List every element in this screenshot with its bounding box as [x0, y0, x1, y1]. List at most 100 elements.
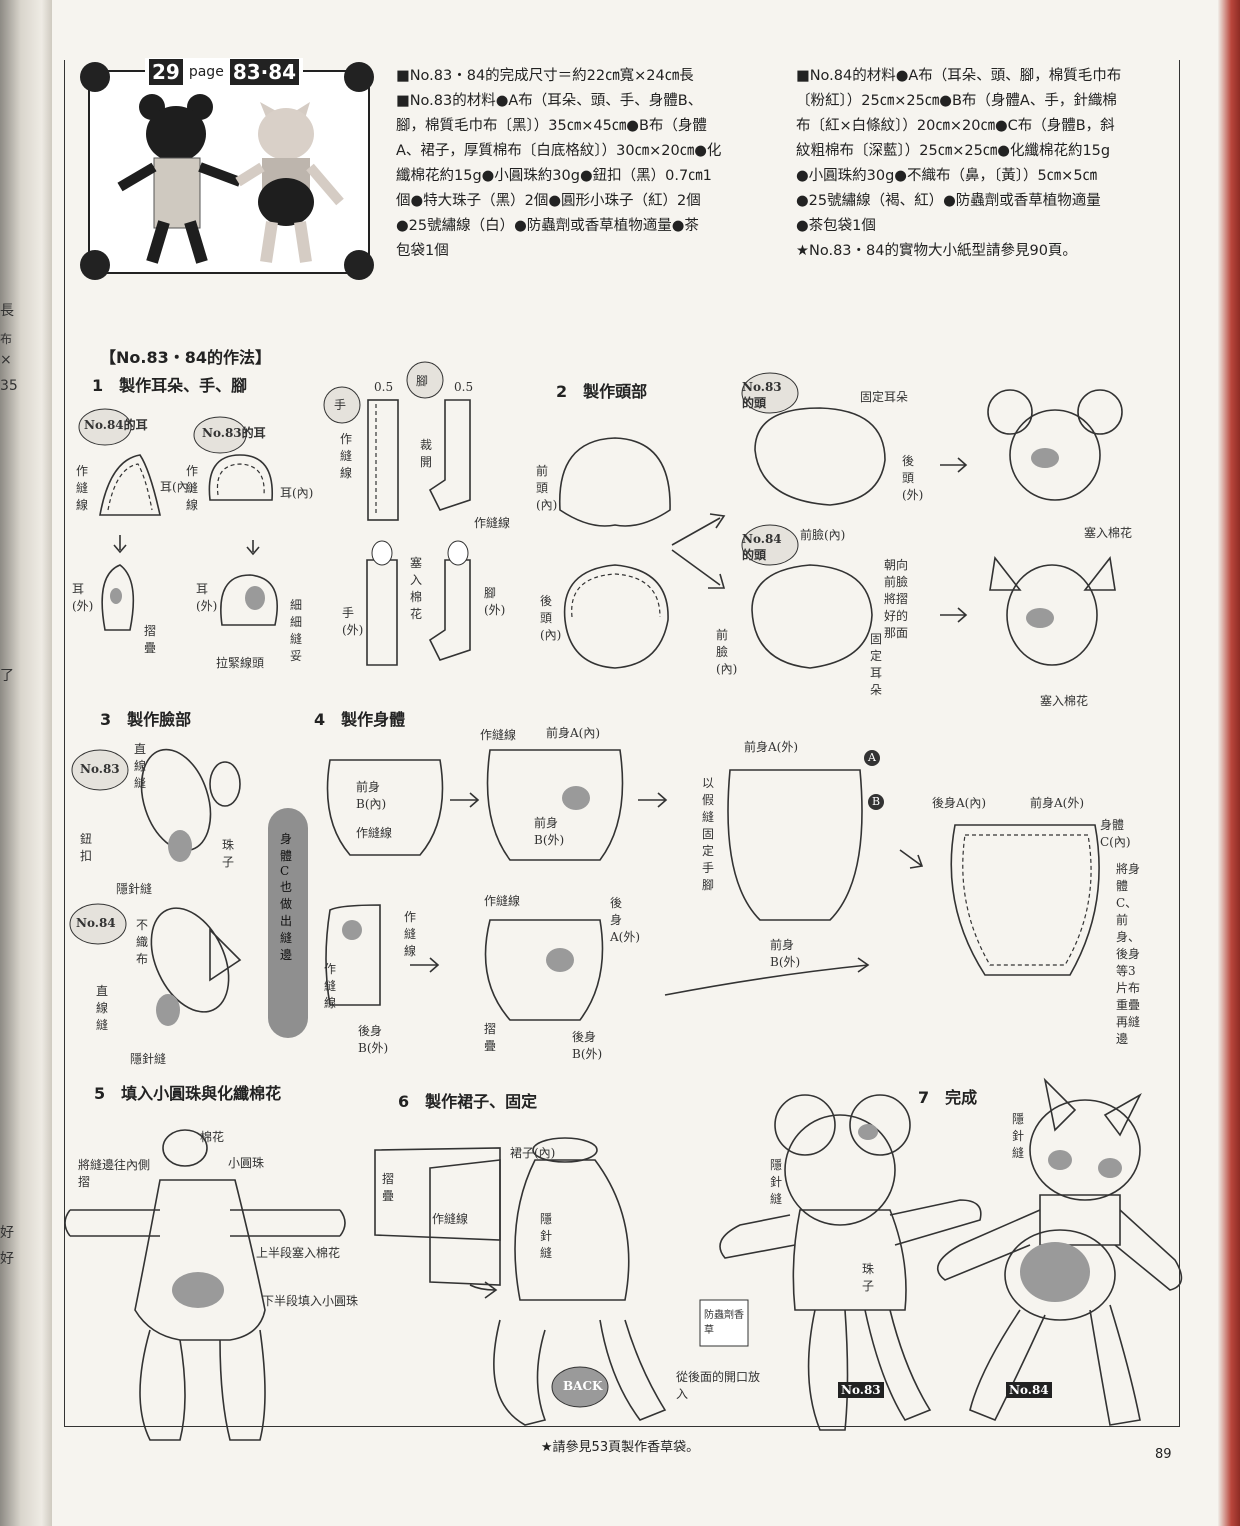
label-front-face-in: 前臉(內)	[800, 528, 846, 542]
label-seam-allowance: 0.5	[454, 380, 474, 394]
step-7-heading: 7 完成	[918, 1088, 978, 1107]
label-sew-line: 作縫線	[76, 464, 89, 512]
label-fix-ear-2: 固定耳朵	[870, 632, 883, 697]
label-front-a-out: 前身A(外)	[744, 740, 799, 754]
prev-page-char: 布	[0, 332, 13, 346]
label-sew-line: 作縫線	[340, 432, 353, 480]
prev-page-char: 好	[0, 1251, 14, 1267]
material-line: A、裙子，厚質棉布〔白底格紋〕）30㎝×20㎝●化	[396, 143, 722, 159]
materials-right: ■No.84的材料●A布（耳朵、頭、腳，棉質毛巾布 〔粉紅〕）25㎝×25㎝●B…	[796, 64, 1176, 264]
label-no84: No.84	[76, 916, 116, 930]
label-blind-stitch: 隱針縫	[116, 882, 153, 896]
label-tie-thread: 拉緊線頭	[216, 656, 265, 670]
label-cut: 裁開	[420, 438, 433, 469]
material-line: ■No.84的材料●A布（耳朵、頭、腳，棉質毛巾布	[796, 68, 1122, 84]
page-number: 89	[1155, 1447, 1172, 1462]
step-3-heading: 3 製作臉部	[100, 710, 192, 729]
label-hand: 手	[334, 398, 347, 412]
prev-page-char: 長	[0, 303, 14, 319]
prev-page-char: 35	[0, 378, 18, 394]
material-line: 個●特大珠子（黑）2個●圓形小珠子（紅）2個	[396, 193, 701, 209]
label-stuff-cotton-2: 塞入棉花	[1084, 526, 1133, 540]
label-sew-line-6: 作縫線	[324, 962, 337, 1010]
material-line: ●25號繡線（白）●防蟲劑或香草植物適量●茶	[396, 218, 699, 234]
label-front-a-in: 前身A(內)	[546, 726, 601, 740]
label-seam-allowance: 0.5	[374, 380, 394, 394]
label-front-b-out-2: 前身B(外)	[770, 938, 801, 969]
prev-page-char: 好	[0, 1225, 14, 1241]
footnote: ★請參見53頁製作香草袋。	[540, 1440, 700, 1455]
page-badge: 29 page 83·84	[145, 58, 304, 86]
label-foot-out: 腳(外)	[484, 586, 506, 617]
label-cotton: 棉花	[200, 1130, 225, 1144]
label-front-a-out-2: 前身A(外)	[1030, 796, 1085, 810]
step-4-heading: 4 製作身體	[314, 710, 406, 729]
label-back-b-in: 後身B(外)	[358, 1024, 389, 1055]
badge-number: 29	[149, 59, 183, 85]
prev-page-char: 了	[0, 668, 14, 684]
label-straight-stitch-2: 直線縫	[96, 984, 109, 1032]
photo-corner-decoration	[344, 250, 374, 280]
material-line: 包袋1個	[396, 243, 449, 259]
label-no83-head: No.83的頭	[742, 380, 782, 410]
label-button: 鈕扣	[80, 832, 93, 863]
step-2-heading: 2 製作頭部	[556, 382, 648, 401]
label-back-head: 後頭(內)	[540, 594, 562, 642]
label-upper-cotton: 上半段塞入棉花	[256, 1246, 341, 1260]
label-fix-ear: 固定耳朵	[860, 390, 909, 404]
label-fine-seam: 細細縫妥	[290, 598, 303, 663]
label-back-a-in: 後身A(內)	[932, 796, 987, 810]
label-front-face-in: 前臉(內)	[716, 628, 738, 676]
label-three-layers: 將身體C、前身、後身等3片布重疊再縫邊	[1116, 862, 1141, 1046]
badge-pages: 83·84	[229, 59, 300, 85]
label-sew-line-4: 作縫線	[484, 894, 521, 908]
label-fold-2: 摺疊	[484, 1022, 497, 1053]
content-frame	[64, 60, 1180, 1427]
ear-no84-diagram	[78, 408, 161, 516]
label-back-a-out: 後身A(外)	[610, 896, 641, 944]
label-sew-line-5: 作縫線	[404, 910, 417, 958]
label-felt: 不織布	[136, 918, 149, 966]
label-stuff-cotton: 塞入棉花	[410, 556, 423, 621]
label-sew-line: 作縫線	[474, 516, 511, 530]
label-basting: 以假縫固定手腳	[702, 776, 715, 892]
material-line: ■No.83的材料●A布（耳朵、頭、手、身體B、	[396, 93, 703, 109]
label-blind-stitch-2: 隱針縫	[130, 1052, 167, 1066]
label-back-b-out: 後身B(外)	[572, 1030, 603, 1061]
label-lower-beads: 下半段填入小圓珠	[262, 1294, 359, 1308]
label-hand-out: 手(外)	[342, 606, 364, 637]
materials-left: ■No.83・84的完成尺寸＝約22㎝寬×24㎝長 ■No.83的材料●A布（耳…	[396, 64, 786, 264]
label-bead-2: 珠子	[862, 1262, 875, 1293]
label-circle-b: B	[872, 795, 881, 808]
step-6-heading: 6 製作裙子、固定	[398, 1092, 538, 1111]
label-ear-out: 耳(外)	[72, 582, 94, 613]
prev-page-char: ×	[0, 352, 12, 368]
label-back-head-out: 後頭(外)	[902, 454, 924, 502]
material-line: 布〔紅×白條紋〕）20㎝×20㎝●C布（身體B，斜	[796, 118, 1115, 134]
label-blind-stitch-4: 隱針縫	[770, 1158, 783, 1206]
label-front-b-in: 前身B(內)	[356, 780, 387, 811]
back-badge: BACK	[563, 1379, 603, 1393]
product-photo	[88, 70, 370, 274]
label-blind-stitch-3: 隱針縫	[540, 1212, 553, 1260]
material-line: 腳，棉質毛巾布〔黑〕）35㎝×45㎝●B布（身體	[396, 118, 707, 134]
label-stuff-cotton-3: 塞入棉花	[1040, 694, 1089, 708]
ear-no83-diagram	[193, 416, 273, 501]
label-no83: No.83	[80, 762, 120, 776]
label-no83-ear: No.83的耳	[202, 426, 266, 440]
label-no83-final: No.83	[838, 1382, 884, 1398]
material-line: ■No.83・84的完成尺寸＝約22㎝寬×24㎝長	[396, 68, 694, 84]
material-line: ●茶包袋1個	[796, 218, 876, 234]
label-foot: 腳	[416, 374, 429, 388]
label-straight-stitch: 直線縫	[134, 742, 147, 790]
label-fold-seam-in: 將縫邊往內側摺	[78, 1158, 151, 1189]
step-5-heading: 5 填入小圓珠與化纖棉花	[94, 1084, 282, 1103]
material-line: 紋粗棉布〔深藍〕）25㎝×25㎝●化纖棉花約15g	[796, 143, 1111, 159]
method-title: 【No.83・84的作法】	[100, 348, 271, 367]
material-line: ●小圓珠約30g●不織布（鼻，〔黃〕）5㎝×5㎝	[796, 168, 1098, 184]
toy-photo-illustration	[117, 94, 344, 264]
label-no84-head: No.84的頭	[742, 532, 782, 562]
label-circle-a: A	[868, 751, 876, 764]
